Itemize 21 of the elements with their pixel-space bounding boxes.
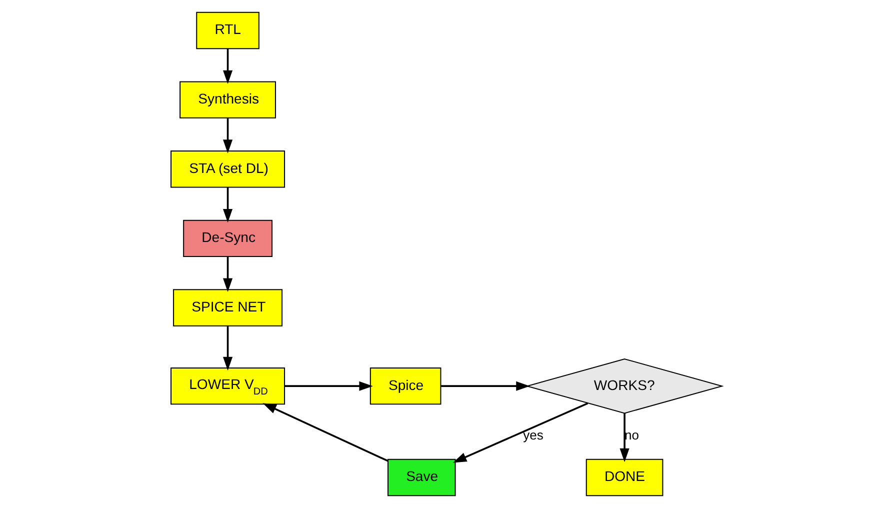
edge-label: yes bbox=[523, 428, 544, 443]
arrow bbox=[284, 381, 373, 391]
arrow bbox=[222, 326, 233, 371]
arrow bbox=[222, 48, 233, 84]
node-box: STA (set DL) bbox=[170, 150, 286, 188]
node-box: Save bbox=[387, 458, 456, 496]
node-box: Spice bbox=[370, 368, 442, 405]
node-box: De-Sync bbox=[183, 220, 272, 258]
arrow bbox=[222, 118, 233, 154]
node-box: SPICE NET bbox=[173, 289, 283, 326]
node-box: DONE bbox=[586, 458, 664, 496]
arrow bbox=[452, 402, 588, 463]
arrow bbox=[262, 403, 388, 462]
node-box: RTL bbox=[196, 12, 260, 50]
arrow bbox=[620, 413, 630, 462]
node-box: Synthesis bbox=[180, 81, 276, 118]
node-diamond: WORKS? bbox=[525, 358, 724, 414]
node-box: LOWER V$_{DD}$ bbox=[170, 368, 286, 405]
arrow bbox=[222, 187, 233, 223]
arrow bbox=[441, 381, 530, 391]
arrow bbox=[222, 256, 233, 292]
